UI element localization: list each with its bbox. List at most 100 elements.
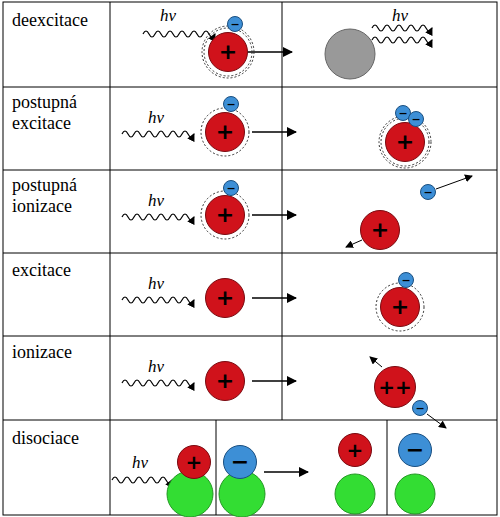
- anion-circle: −: [223, 445, 257, 479]
- ion-circle: +: [205, 278, 245, 318]
- circle-shape: [206, 113, 245, 152]
- molecule-part: [335, 474, 375, 514]
- charge-sign: +: [216, 370, 234, 392]
- row-divider: [3, 336, 497, 337]
- motion-arrow: [370, 357, 382, 367]
- circle-shape: [178, 446, 211, 479]
- row-divider: [3, 253, 497, 254]
- circle-shape: [224, 97, 239, 112]
- ion-circle: ++: [374, 366, 416, 408]
- motion-arrows: [346, 176, 472, 428]
- photon-label: hν: [132, 453, 172, 473]
- photon-wave: [143, 31, 215, 37]
- electron-circle: −: [412, 400, 428, 416]
- charge-sign: +: [391, 296, 409, 318]
- photon-waves: [112, 25, 432, 483]
- charge-sign: +: [186, 452, 203, 472]
- ion-circle: +: [360, 210, 400, 250]
- circle-shape: [399, 273, 414, 288]
- circle-shape: [206, 196, 245, 235]
- row-divider: [3, 420, 497, 421]
- photon-label: hν: [160, 6, 200, 26]
- row-label: disociace: [12, 428, 107, 449]
- circle-shape: [206, 362, 245, 401]
- row-label: deexcitace: [12, 10, 107, 31]
- excitation-ring: [379, 116, 431, 168]
- molecule-parts: [167, 471, 435, 517]
- process-arrow: [264, 471, 308, 473]
- row-label: postupná ionizace: [12, 175, 107, 216]
- column-divider: [110, 2, 111, 515]
- photon-wave: [122, 380, 194, 386]
- electron-circle: −: [420, 184, 436, 200]
- circle-shape: [361, 211, 400, 250]
- column-divider: [216, 420, 217, 515]
- photon-wave: [122, 297, 194, 303]
- circle-shape: [224, 446, 257, 479]
- charge-sign: −: [230, 19, 239, 30]
- photon-label: hν: [392, 6, 432, 26]
- circle-shape: [421, 185, 436, 200]
- photon-label: hν: [148, 357, 188, 377]
- ion-circle: +: [205, 361, 245, 401]
- cation-circle: +: [338, 433, 372, 467]
- molecule-part: [395, 474, 435, 514]
- motion-arrow: [346, 240, 362, 247]
- motion-arrow: [427, 414, 446, 428]
- photon-wave: [112, 477, 172, 483]
- charge-sign: −: [411, 114, 420, 125]
- charge-sign: +: [216, 121, 234, 143]
- photon-wave: [372, 25, 432, 31]
- circle-shape: [209, 33, 248, 72]
- ion-circle: +: [385, 122, 425, 162]
- excitation-ring: [201, 191, 249, 239]
- excitation-ring: [381, 118, 429, 166]
- photon-label: hν: [148, 191, 188, 211]
- row-divider: [3, 87, 497, 88]
- circle-shape: [339, 434, 372, 467]
- table-grid: [3, 2, 497, 515]
- motion-arrow: [436, 176, 472, 189]
- circle-shape: [206, 279, 245, 318]
- ground-state-atom: [325, 29, 375, 79]
- process-arrow: [252, 131, 296, 133]
- circle-shape: [228, 17, 243, 32]
- charge-sign: +: [216, 287, 234, 309]
- charge-sign: +: [347, 440, 364, 460]
- photon-label: hν: [148, 108, 188, 128]
- electron-circle: −: [223, 96, 239, 112]
- process-arrow: [252, 297, 296, 299]
- circle-shape: [409, 112, 424, 127]
- row-label: ionizace: [12, 342, 107, 363]
- electron-circle: −: [408, 111, 424, 127]
- process-arrow: [252, 380, 296, 382]
- anion-circle: −: [398, 433, 432, 467]
- photon-wave: [372, 37, 432, 43]
- excitation-ring: [376, 283, 424, 331]
- charge-sign: +: [219, 41, 237, 63]
- excitation-ring: [202, 26, 254, 78]
- charge-sign: −: [415, 403, 424, 414]
- charge-sign: −: [401, 275, 410, 286]
- table-border: [3, 2, 497, 515]
- photon-label: hν: [148, 274, 188, 294]
- circle-shape: [375, 367, 416, 408]
- process-arrow: [248, 51, 292, 53]
- excitation-ring: [204, 28, 252, 76]
- row-divider: [3, 170, 497, 171]
- photon-wave: [122, 214, 194, 220]
- ion-circle: +: [205, 112, 245, 152]
- excitation-rings: [201, 26, 431, 331]
- row-label: postupná excitace: [12, 92, 107, 133]
- column-divider: [387, 420, 388, 515]
- ion-circle: +: [380, 287, 420, 327]
- circle-shape: [399, 434, 432, 467]
- electron-circle: −: [398, 272, 414, 288]
- excitation-ring: [201, 108, 249, 156]
- charge-sign: −: [226, 99, 235, 110]
- circle-shape: [381, 288, 420, 327]
- charge-sign: −: [406, 439, 424, 461]
- column-divider: [282, 2, 283, 420]
- ion-circle: +: [208, 32, 248, 72]
